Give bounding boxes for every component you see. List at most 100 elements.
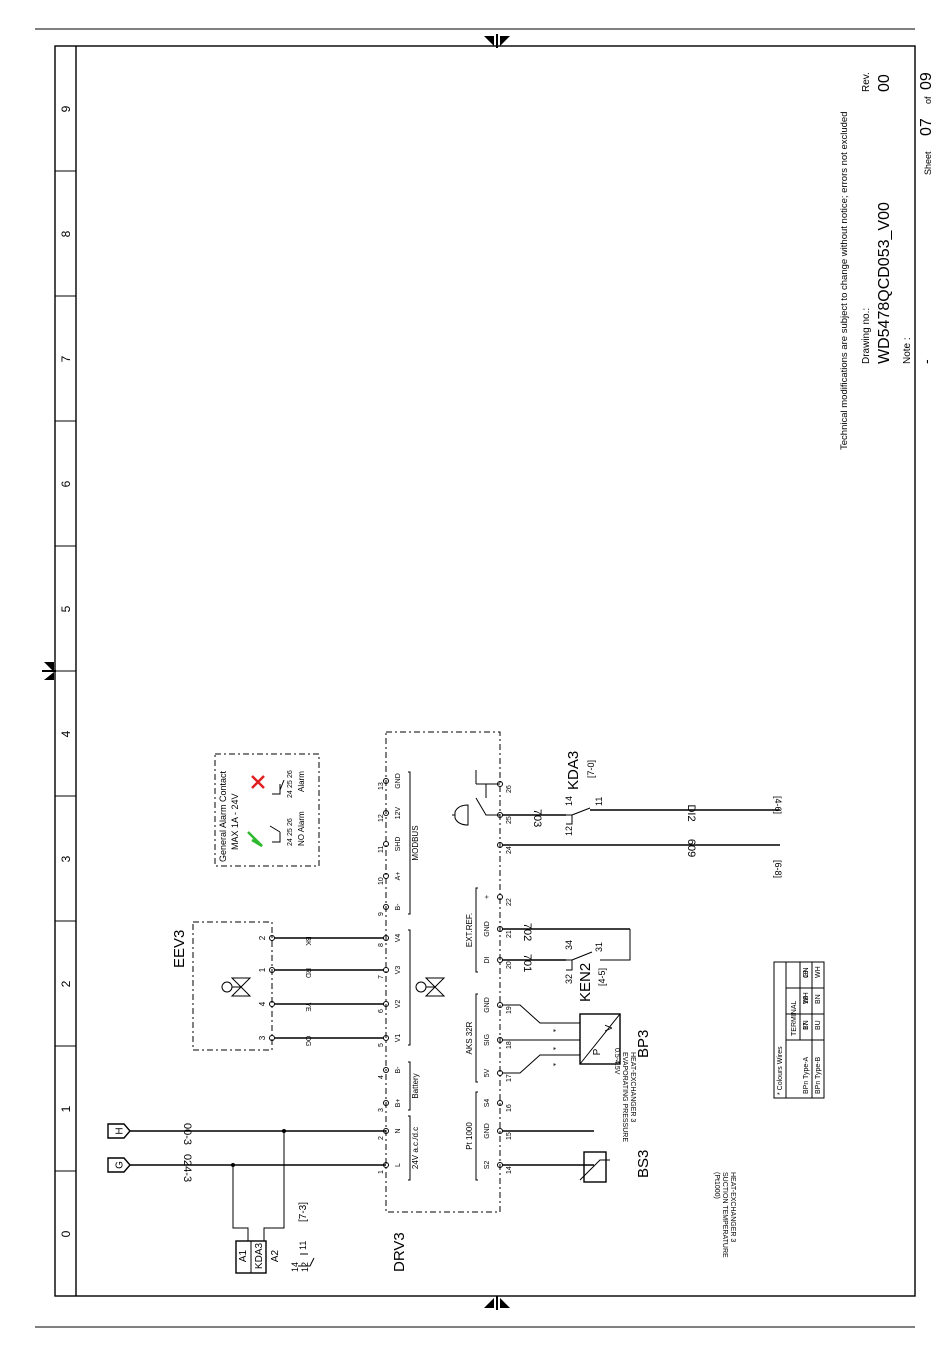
- svg-text:SHD: SHD: [395, 837, 402, 852]
- drv3-terminal[interactable]: 6V2: [378, 1000, 402, 1013]
- drv3-dashed-box: [385, 731, 501, 1213]
- kda3-a1-label: A1: [238, 1249, 249, 1262]
- wire-n-label: 00-3: [181, 1123, 193, 1145]
- grid-col-1: 1: [59, 1105, 73, 1112]
- drv3-terminal[interactable]: 22+: [484, 894, 513, 907]
- drv3-terminal[interactable]: 17 5V: [484, 1068, 513, 1082]
- svg-text:2: 2: [378, 1136, 385, 1140]
- kda3-relay-contact: 703 609 DI2 14 12 11 KDA3 [7-0] [6-8] [4…: [502, 751, 783, 878]
- kda3-contact-12: 12: [300, 1262, 310, 1272]
- svg-text:25: 25: [287, 828, 294, 836]
- svg-text:18: 18: [803, 996, 810, 1004]
- no-alarm-label: NO Alarm: [297, 811, 306, 846]
- ref-4-6: [4-6]: [773, 796, 783, 814]
- wire-rd: RD: [304, 968, 311, 978]
- grid-dividers: [55, 170, 76, 1172]
- svg-text:4: 4: [378, 1075, 385, 1079]
- svg-text:10: 10: [378, 877, 385, 885]
- svg-text:DI: DI: [484, 956, 491, 963]
- svg-text:B-: B-: [395, 1066, 402, 1074]
- svg-text:17: 17: [506, 1074, 513, 1082]
- grid-col-5: 5: [59, 605, 73, 612]
- drv3-terminal[interactable]: 8V4: [378, 934, 402, 947]
- colour-table-cell: BN: [803, 1020, 810, 1030]
- ref-6-8: [6-8]: [773, 860, 783, 878]
- svg-text:GND: GND: [484, 921, 491, 937]
- alarm-contact-alarm: 24 25 26 Alarm: [272, 770, 306, 798]
- ken2-contact: 702 701 34 32 31 KEN2 [4-5]: [502, 923, 631, 1002]
- svg-text:7: 7: [378, 975, 385, 979]
- drv3-terminal[interactable]: 12 12V: [378, 806, 402, 822]
- ken2-pin-31: 31: [594, 942, 604, 952]
- svg-text:*: *: [548, 1047, 557, 1050]
- bp3-transmitter: * * * P V BP3 HEAT-EXCHANGER 3 EVAPORATI…: [502, 1004, 652, 1142]
- svg-text:S4: S4: [484, 1099, 491, 1108]
- group-extref-label: EXT.REF.: [465, 913, 474, 947]
- drv3-terminal[interactable]: 9B-: [378, 903, 402, 916]
- group-pt1000-label: Pt 1000: [465, 1122, 474, 1150]
- svg-text:L: L: [395, 1163, 402, 1167]
- drv3-terminal[interactable]: 3B+: [378, 1099, 402, 1112]
- svg-text:3: 3: [378, 1108, 385, 1112]
- grid-col-2: 2: [59, 980, 73, 987]
- drv3-terminal[interactable]: 5V1: [378, 1034, 402, 1047]
- kda3-coil[interactable]: A1 KDA3 A2: [235, 1240, 281, 1274]
- svg-text:B-: B-: [395, 903, 402, 911]
- bp3-box[interactable]: [579, 1013, 621, 1065]
- svg-text:V2: V2: [395, 1000, 402, 1009]
- bs3-box[interactable]: [583, 1151, 607, 1183]
- svg-text:V4: V4: [395, 934, 402, 943]
- drv3-terminal[interactable]: 1L: [378, 1162, 402, 1175]
- svg-text:26: 26: [506, 785, 513, 793]
- drv3-terminal[interactable]: 4 B-: [378, 1066, 402, 1079]
- alarm-rating: MAX 1A - 24V: [230, 793, 240, 850]
- kda3-pin-12: 12: [564, 826, 574, 836]
- bp3-desc-3: 0.5-4.5V: [613, 1048, 620, 1075]
- alarm-label: Alarm: [297, 771, 306, 792]
- bp3-desc-2: EVAPORATING PRESSURE: [621, 1052, 628, 1142]
- svg-text:13: 13: [378, 782, 385, 790]
- note-value: -: [918, 359, 934, 364]
- colour-row-b-label: BPn Type-B: [815, 1056, 822, 1094]
- svg-text:24: 24: [506, 846, 513, 854]
- svg-text:2: 2: [258, 935, 267, 940]
- drv3-terminal[interactable]: 20 DI: [484, 956, 513, 969]
- drv3-terminal[interactable]: 11 SHD: [378, 837, 402, 853]
- wire-609-label: 609: [685, 839, 697, 857]
- drv3-terminal[interactable]: 7V3: [378, 966, 402, 979]
- svg-text:12V: 12V: [395, 806, 402, 819]
- connector-g[interactable]: G: [107, 1157, 131, 1173]
- svg-text:5V: 5V: [484, 1068, 491, 1077]
- outer-frame: [54, 45, 916, 1297]
- centering-arrow-bottom: [484, 1296, 510, 1310]
- connector-h[interactable]: H: [107, 1123, 131, 1139]
- svg-text:5: 5: [378, 1043, 385, 1047]
- svg-text:24: 24: [287, 838, 294, 846]
- svg-text:19: 19: [803, 970, 810, 978]
- bell-icon: [452, 804, 469, 826]
- svg-text:20: 20: [506, 961, 513, 969]
- drv3-lower-groups: Pt 1000 AKS 32R EXT.REF.: [465, 887, 478, 1181]
- eev3-wires: OG YE RD BK: [274, 936, 384, 1046]
- eev3-dashed-box: [192, 921, 273, 1051]
- ken2-pin-32: 32: [564, 974, 574, 984]
- sheet-number: 07: [918, 118, 935, 136]
- svg-text:4: 4: [258, 1001, 267, 1006]
- ken2-ref: [4-5]: [597, 968, 607, 986]
- drv3-terminal[interactable]: 2N: [378, 1128, 402, 1140]
- grid-labels: 0 1 2 3 4 5 6 7 8 9: [59, 105, 73, 1237]
- wire-bk: BK: [304, 936, 311, 946]
- grid-col-3: 3: [59, 855, 73, 862]
- svg-text:11: 11: [378, 846, 385, 853]
- svg-text:GND: GND: [395, 773, 402, 789]
- svg-text:12: 12: [378, 814, 385, 822]
- drv3-terminal[interactable]: 10A+: [378, 872, 402, 885]
- kda3-coil-name: KDA3: [254, 1243, 265, 1270]
- drv3-terminal[interactable]: 13 GND: [378, 773, 402, 790]
- colour-table-title: * Colours Wires: [777, 1046, 784, 1095]
